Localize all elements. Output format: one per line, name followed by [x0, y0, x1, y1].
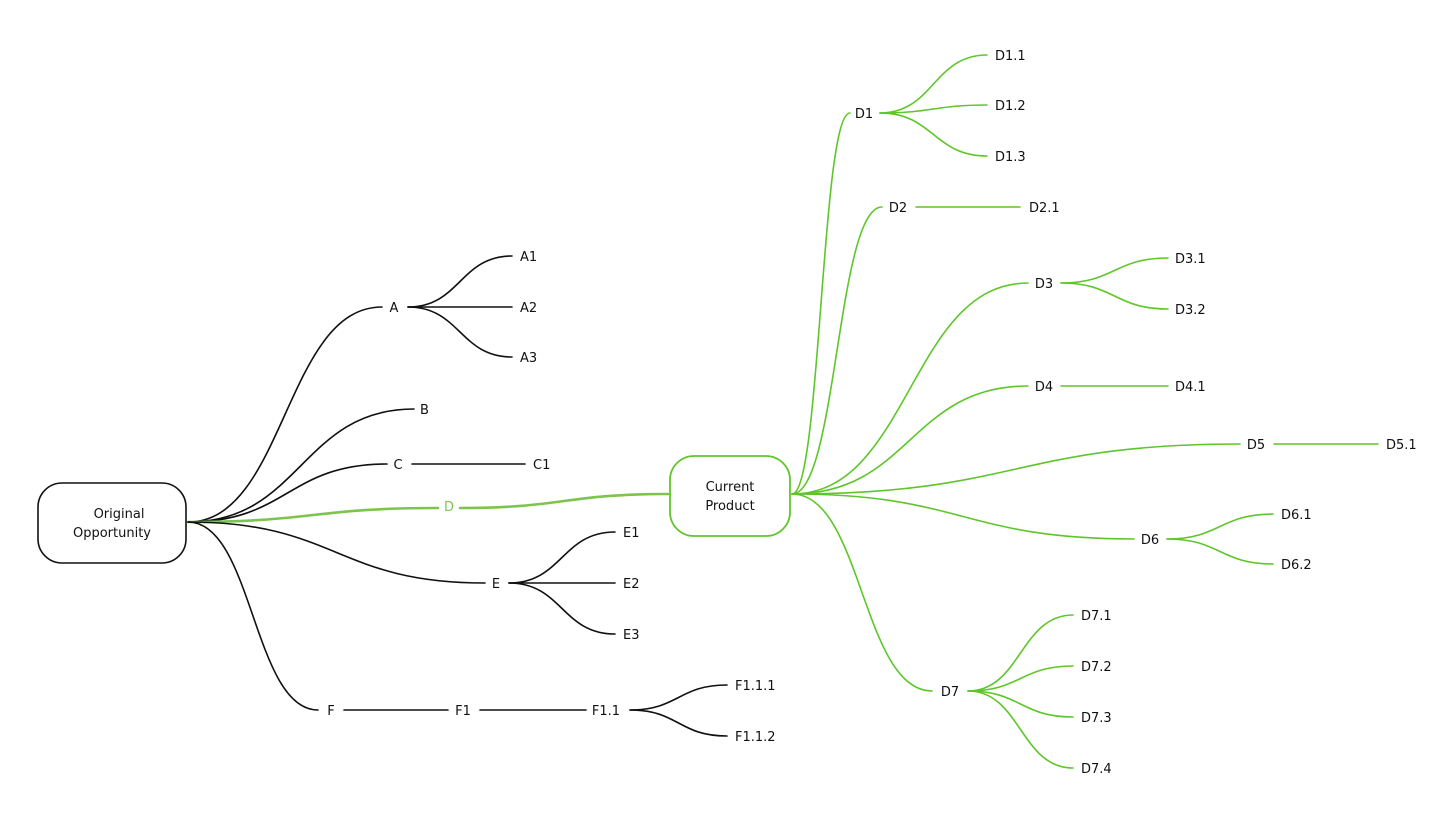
node-d6[interactable]: D6	[1141, 533, 1159, 548]
edge-d3-d31	[1060, 257, 1169, 284]
node-d6-1[interactable]: D6.1	[1281, 508, 1312, 523]
node-d3[interactable]: D3	[1035, 277, 1053, 292]
edge-d1-d13	[879, 112, 988, 157]
node-f1[interactable]: F1	[455, 704, 471, 719]
edge-current-d7	[791, 493, 933, 692]
node-e1[interactable]: E1	[623, 526, 640, 541]
node-d7-2[interactable]: D7.2	[1081, 660, 1112, 675]
node-current-product-box	[669, 455, 791, 537]
edge-root-d	[186, 506, 440, 524]
edge-e-e3	[508, 582, 616, 635]
node-d1-3[interactable]: D1.3	[995, 150, 1026, 165]
node-d5[interactable]: D5	[1247, 438, 1265, 453]
edge-d7-d72	[967, 665, 1074, 692]
edge-root-b	[187, 408, 415, 523]
edge-current-d4	[791, 385, 1029, 495]
node-c1[interactable]: C1	[533, 458, 550, 473]
edge-current-d2	[791, 206, 883, 495]
edge-d3-d32	[1060, 282, 1169, 310]
node-d7-1[interactable]: D7.1	[1081, 609, 1112, 624]
node-d6-2[interactable]: D6.2	[1281, 558, 1312, 573]
node-d-highlighted[interactable]: D	[444, 500, 454, 515]
edge-current-d1	[791, 112, 851, 495]
edge-d6-d61	[1166, 513, 1274, 540]
edge-d-current	[458, 492, 670, 510]
node-a2[interactable]: A2	[520, 301, 537, 316]
node-d7-4[interactable]: D7.4	[1081, 762, 1112, 777]
node-a3[interactable]: A3	[520, 351, 537, 366]
node-e3[interactable]: E3	[623, 628, 640, 643]
node-d3-2[interactable]: D3.2	[1175, 303, 1206, 318]
node-d4-1[interactable]: D4.1	[1175, 380, 1206, 395]
node-d2[interactable]: D2	[889, 201, 907, 216]
node-d2-1[interactable]: D2.1	[1029, 201, 1060, 216]
node-b[interactable]: B	[420, 403, 429, 418]
edge-e-e1	[508, 531, 616, 584]
edge-current-d6	[791, 493, 1135, 540]
node-d7-3[interactable]: D7.3	[1081, 711, 1112, 726]
node-d5-1[interactable]: D5.1	[1386, 438, 1417, 453]
node-d1-2[interactable]: D1.2	[995, 99, 1026, 114]
node-current-product-line2: Product	[705, 499, 754, 514]
node-a[interactable]: A	[390, 301, 399, 316]
node-d7[interactable]: D7	[941, 685, 959, 700]
edge-d1-d12	[879, 104, 988, 114]
edge-current-d3	[791, 282, 1029, 495]
edge-f11-f111	[629, 684, 728, 711]
edge-root-f	[187, 521, 319, 711]
node-f1-1[interactable]: F1.1	[592, 704, 620, 719]
node-d3-1[interactable]: D3.1	[1175, 252, 1206, 267]
node-e2[interactable]: E2	[623, 577, 640, 592]
node-a1[interactable]: A1	[520, 250, 537, 265]
edge-d7-d71	[967, 614, 1074, 692]
edge-root-e	[187, 521, 486, 584]
edge-a-a3	[407, 306, 513, 358]
edge-d1-d11	[879, 54, 988, 114]
edge-d6-d62	[1166, 538, 1274, 565]
edge-current-d5	[791, 443, 1241, 495]
node-d1-1[interactable]: D1.1	[995, 49, 1026, 64]
edge-d7-d73	[967, 690, 1074, 718]
edge-a-a1	[407, 255, 513, 308]
node-f1-1-2[interactable]: F1.1.2	[735, 730, 776, 745]
node-e[interactable]: E	[492, 577, 500, 592]
node-d4[interactable]: D4	[1035, 380, 1053, 395]
edge-f11-f112	[629, 709, 728, 737]
node-f[interactable]: F	[327, 704, 334, 719]
node-d1[interactable]: D1	[855, 107, 873, 122]
node-original-opportunity-box	[37, 482, 187, 564]
edge-d7-d74	[967, 690, 1074, 769]
node-current-product[interactable]: Current Product	[669, 455, 791, 537]
node-f1-1-1[interactable]: F1.1.1	[735, 679, 776, 694]
node-original-opportunity[interactable]: Original Opportunity	[37, 482, 187, 564]
node-current-product-line1: Current	[706, 480, 755, 495]
edge-root-a	[187, 306, 383, 523]
node-original-opportunity-line2: Opportunity	[73, 526, 151, 541]
edge-root-c	[187, 463, 388, 523]
node-original-opportunity-line1: Original	[94, 507, 145, 522]
node-c[interactable]: C	[393, 458, 402, 473]
